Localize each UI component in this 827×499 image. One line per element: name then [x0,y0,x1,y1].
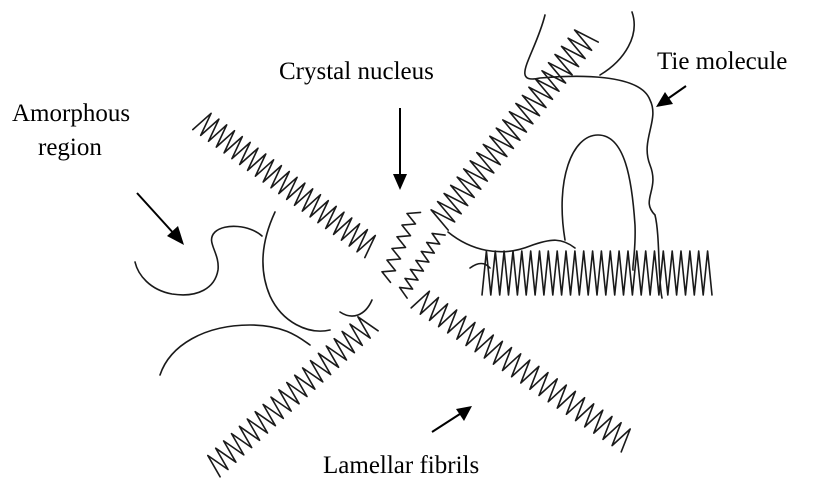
label-tie-molecule: Tie molecule [657,48,787,75]
lamella-nucleus-b [400,233,446,298]
amorphous-chain-small-lower [340,300,372,316]
lamella-upper-left [193,113,375,257]
arrow-tie-molecule [656,86,686,107]
amorphous-chain-left-loop [135,226,262,295]
lamella-lower-right [411,291,630,452]
lamella-upper-right [431,30,598,230]
label-crystal-nucleus: Crystal nucleus [279,58,434,85]
amorphous-chain-right-link [448,232,575,252]
arrow-lamellar-fibrils [432,406,472,432]
annotation-arrows [137,86,686,432]
amorphous-chain-arc [263,212,330,331]
amorphous-chain-right-loop [562,135,635,270]
tie-molecule-top-connect [600,12,634,75]
label-amorphous-line2: region [38,134,102,161]
label-amorphous-line1: Amorphous [12,100,130,127]
label-lamellar-fibrils: Lamellar fibrils [323,452,479,479]
lamella-right-horizontal [482,251,712,295]
arrow-crystal-nucleus [393,108,407,190]
arrow-amorphous [137,193,184,245]
lamella-nucleus-a [382,212,421,282]
amorphous-chain-bottom-left [160,325,310,375]
